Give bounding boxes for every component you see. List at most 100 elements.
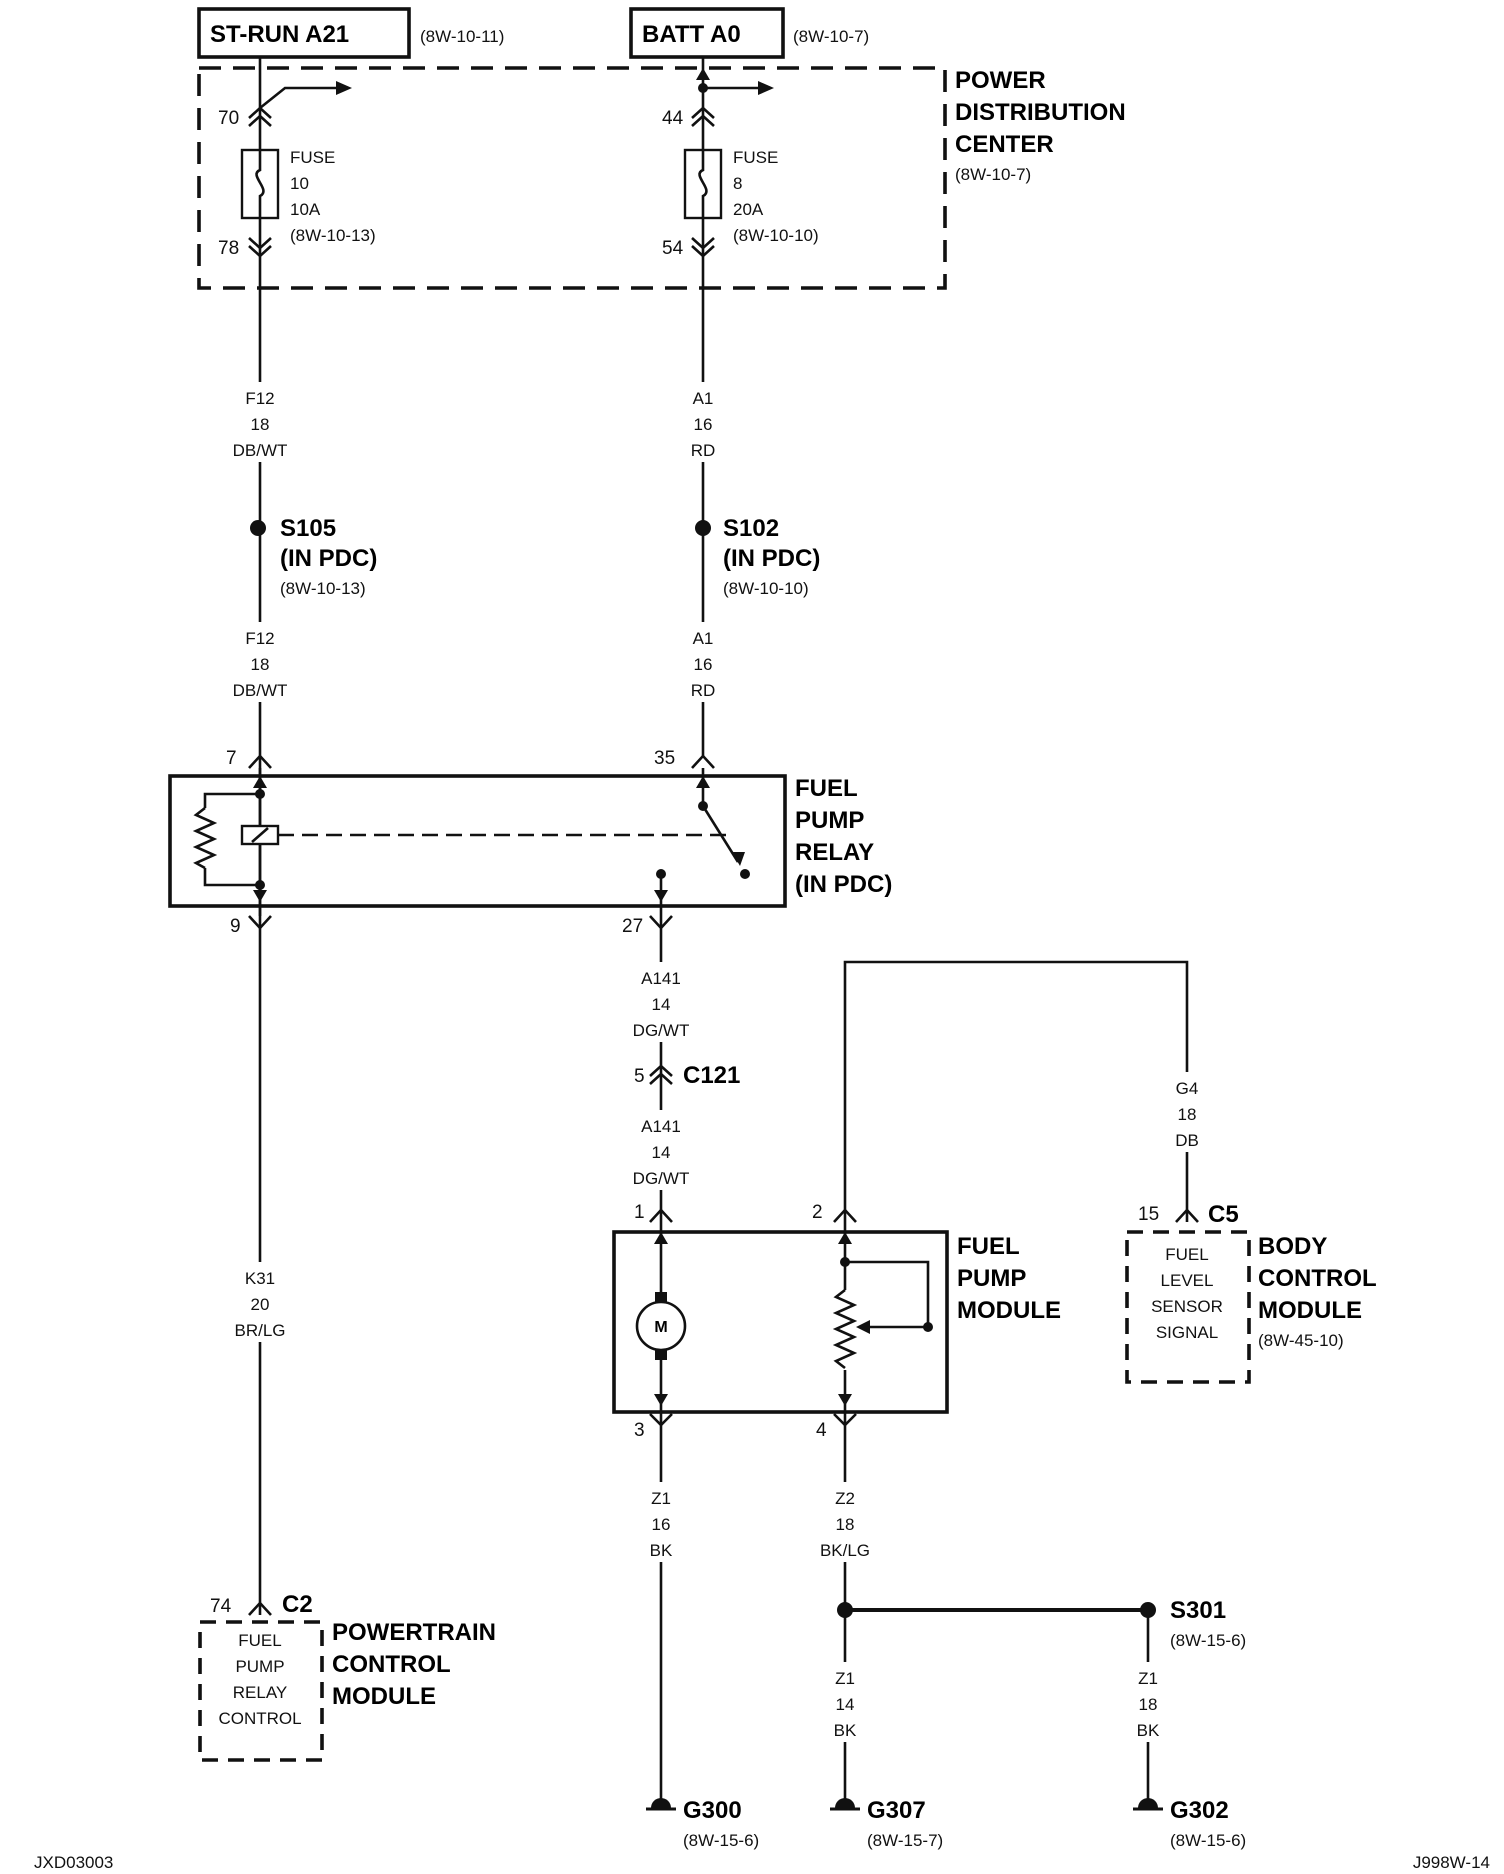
pcm-inner-2: PUMP	[235, 1657, 284, 1676]
f12b-3: DB/WT	[233, 681, 288, 700]
z114-1: Z1	[835, 1669, 855, 1688]
pin-9: 9	[230, 916, 241, 937]
relay-switch-contact	[740, 869, 750, 879]
footer-left-code: JXD03003	[34, 1853, 113, 1872]
fuse10-l1: FUSE	[290, 148, 335, 167]
mask-a1a	[668, 382, 738, 462]
chevron-2	[833, 1208, 857, 1223]
relay-title-1: FUEL	[795, 775, 858, 802]
pump-module-box	[612, 1230, 949, 1414]
f12b-1: F12	[245, 629, 274, 648]
sender-out-arrow	[838, 1394, 852, 1406]
chevron-54a	[691, 237, 715, 250]
sender-wiper-arrow	[856, 1320, 870, 1334]
motor-brush-top	[655, 1292, 667, 1302]
mask-z116	[626, 1482, 696, 1562]
g307-name: G307	[867, 1797, 926, 1824]
pump-title-1: FUEL	[957, 1233, 1020, 1260]
batt-source: BATT A0 (8W-10-7)	[629, 7, 869, 59]
z116-3: BK	[650, 1541, 673, 1560]
chevron-78a	[248, 237, 272, 250]
chevron-54b	[691, 245, 715, 258]
pin-1: 1	[634, 1202, 645, 1223]
relay-resistor-top	[203, 792, 260, 808]
pdc-title-2: DISTRIBUTION	[955, 99, 1126, 126]
sender-resistor	[832, 1288, 858, 1370]
g302-ground-icon	[1138, 1798, 1158, 1808]
pcm-inner-4: CONTROL	[218, 1709, 301, 1728]
f12a-2: 18	[251, 415, 270, 434]
s301-name: S301	[1170, 1597, 1226, 1624]
fuel-pump-relay: FUEL PUMP RELAY (IN PDC)	[168, 768, 892, 928]
bcm-title-1: BODY	[1258, 1233, 1327, 1260]
relay-out-arrow-9	[253, 890, 267, 902]
st-run-label: ST-RUN A21	[210, 21, 349, 48]
batt-circuit: 44 FUSE 8 20A (8W-10-10) 54 A1 16 RD S10…	[654, 57, 820, 769]
pin-2: 2	[812, 1202, 823, 1223]
z118-3: BK	[1137, 1721, 1160, 1740]
f12a-3: DB/WT	[233, 441, 288, 460]
pcm-inner-3: RELAY	[233, 1683, 288, 1702]
relay-switch-tip	[732, 852, 745, 866]
body-control-module: FUEL LEVEL SENSOR SIGNAL BODY CONTROL MO…	[1125, 1230, 1377, 1384]
bcm-outline	[1125, 1230, 1251, 1384]
relay-switch-arm	[701, 805, 740, 863]
c121-chevron-a	[649, 1064, 673, 1077]
bcm-inner-2: LEVEL	[1161, 1271, 1214, 1290]
batt-label: BATT A0	[642, 21, 741, 48]
s102-loc: (IN PDC)	[723, 545, 820, 572]
z218-1: Z2	[835, 1489, 855, 1508]
f12a-1: F12	[245, 389, 274, 408]
relay-title-3: RELAY	[795, 839, 874, 866]
pin-7: 7	[226, 748, 237, 769]
st-run-source: ST-RUN A21 (8W-10-11)	[197, 7, 504, 59]
pin-35: 35	[654, 748, 675, 769]
relay-box	[168, 774, 787, 908]
ground-g302: G302 (8W-15-6)	[1133, 1797, 1246, 1850]
pcm-inner-1: FUEL	[238, 1631, 281, 1650]
g307-ref: (8W-15-7)	[867, 1831, 943, 1850]
relay-resistor-bottom	[203, 868, 260, 887]
mask-f12b	[225, 622, 295, 702]
fuse10-l2: 10	[290, 174, 309, 193]
bcm-connector: C5	[1208, 1201, 1239, 1228]
fuse10-l3: 10A	[290, 200, 321, 219]
c121-pin: 5	[634, 1066, 645, 1087]
chevron-70a	[248, 106, 272, 119]
relay-coil-slash	[251, 827, 269, 843]
s102-ref: (8W-10-10)	[723, 579, 809, 598]
chevron-7	[248, 754, 272, 769]
pin-74: 74	[210, 1596, 232, 1617]
s105-loc: (IN PDC)	[280, 545, 377, 572]
chevron-44b	[691, 114, 715, 127]
g300-ground-icon	[651, 1798, 671, 1808]
a141b-1: A141	[641, 1117, 681, 1136]
motor-in-arrow	[654, 1232, 668, 1244]
k31-1: K31	[245, 1269, 275, 1288]
chevron-78b	[248, 245, 272, 258]
relay-in-arrow-7	[253, 776, 267, 788]
pcm-title-1: POWERTRAIN	[332, 1619, 496, 1646]
c121-chevron-b	[649, 1072, 673, 1085]
fuel-pump-module: M FUEL PUMP MODULE 3 4	[612, 1222, 1061, 1441]
pin-54: 54	[662, 238, 684, 259]
batt-entry-arrowhead	[696, 68, 710, 80]
pump-title-3: MODULE	[957, 1297, 1061, 1324]
z218-2: 18	[836, 1515, 855, 1534]
g307-ground-icon	[835, 1798, 855, 1808]
bcm-ref: (8W-45-10)	[1258, 1331, 1344, 1350]
sender-wiper-loop	[845, 1260, 930, 1327]
g4-circuit: G4 18 DB 2 15 C5	[812, 960, 1239, 1228]
left-branch-arrowhead	[336, 81, 352, 95]
pcm-connector: C2	[282, 1591, 313, 1618]
pdc-title-1: POWER	[955, 67, 1046, 94]
g4-2: 18	[1178, 1105, 1197, 1124]
pcm-title-2: CONTROL	[332, 1651, 451, 1678]
s105-name: S105	[280, 515, 336, 542]
c121-name: C121	[683, 1062, 740, 1089]
z116-2: 16	[652, 1515, 671, 1534]
a1a-3: RD	[691, 441, 716, 460]
batt-ref: (8W-10-7)	[793, 27, 869, 46]
chevron-70b	[248, 114, 272, 127]
